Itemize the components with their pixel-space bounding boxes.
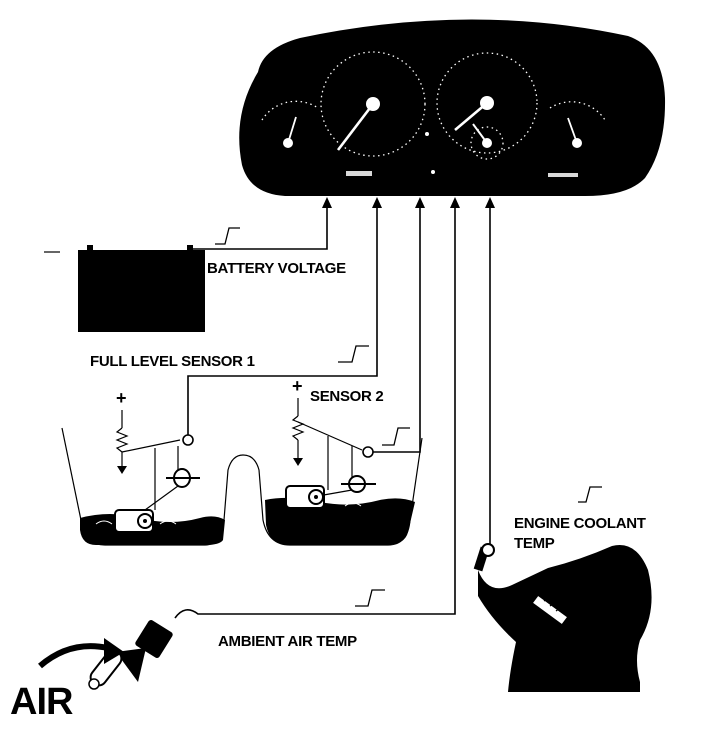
engine-coolant-temp-label: TEMP	[514, 535, 555, 552]
svg-text:+: +	[116, 388, 127, 408]
sensor-2-label: SENSOR 2	[310, 388, 383, 405]
battery-voltage-label: BATTERY VOLTAGE	[207, 260, 346, 277]
air-label: AIR	[10, 681, 73, 723]
full-level-sensor-1-label: FULL LEVEL SENSOR 1	[90, 353, 255, 370]
ambient-air-temp-label: AMBIENT AIR TEMP	[218, 633, 357, 650]
svg-text:+: +	[292, 376, 303, 396]
signal-wires	[174, 197, 495, 619]
air-temp-sensor-icon	[88, 619, 173, 690]
coolant-sensor-icon	[473, 543, 652, 692]
engine-coolant-label: ENGINE COOLANT	[514, 515, 646, 532]
signal-pulse-icons	[215, 227, 602, 607]
float-sensor-icon: +	[114, 388, 200, 533]
instrument-cluster-icon	[239, 19, 666, 196]
battery-icon	[44, 245, 205, 332]
float-sensor-icon: +	[285, 376, 376, 509]
air-flow-arrow-icon	[38, 638, 124, 669]
